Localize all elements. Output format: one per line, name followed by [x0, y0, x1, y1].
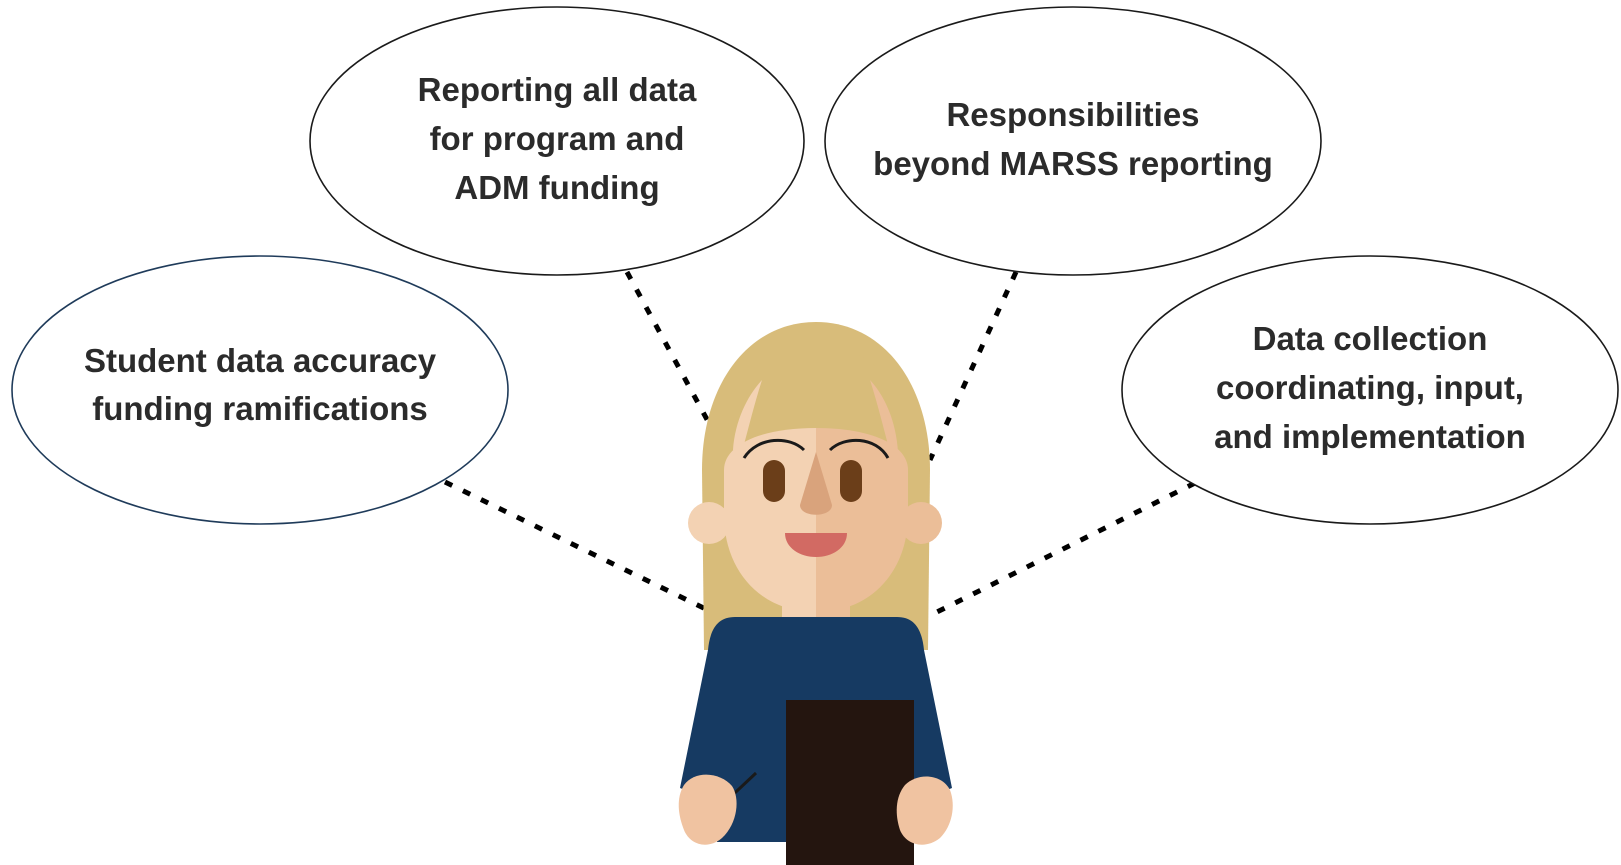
right-hand: [896, 776, 953, 845]
bubble-responsibilities-shape: [824, 6, 1322, 276]
right-eyebrow: [828, 438, 890, 459]
person-with-clipboard-icon: [678, 322, 953, 865]
connectors: [443, 270, 1197, 631]
bubble-accuracy: Student data accuracy funding ramificati…: [11, 255, 509, 525]
left-eyebrow: [742, 438, 806, 459]
bubble-collection-shape: [1121, 255, 1619, 525]
bubble-reporting-shape: [309, 6, 805, 276]
hair-strand-right: [870, 380, 898, 452]
bubble-responsibilities-line-2: beyond MARSS reporting: [873, 145, 1273, 182]
bubble-collection-line-1: Data collection: [1253, 320, 1488, 357]
bubble-responsibilities-line-1: Responsibilities: [946, 96, 1199, 133]
left-eye: [763, 460, 785, 502]
bubble-collection-line-2: coordinating, input,: [1216, 369, 1524, 406]
left-hand: [678, 774, 737, 845]
bubble-reporting-line-2: for program and: [430, 120, 685, 157]
face-left: [724, 428, 816, 612]
mouth: [785, 533, 847, 557]
face-right: [816, 428, 908, 612]
connector-responsibilities: [927, 270, 1019, 462]
right-eye: [840, 460, 862, 502]
bubble-collection: Data collection coordinating, input, and…: [1121, 255, 1619, 525]
bubble-reporting-line-3: ADM funding: [454, 169, 659, 206]
right-ear: [900, 502, 942, 544]
connector-collection: [903, 480, 1197, 631]
nose: [800, 452, 832, 515]
bubble-reporting: Reporting all data for program and ADM f…: [309, 6, 805, 276]
bubble-accuracy-line-2: funding ramifications: [92, 390, 428, 427]
bubble-accuracy-shape: [11, 255, 509, 525]
bubble-responsibilities: Responsibilities beyond MARSS reporting: [824, 6, 1322, 276]
hair-strand-left: [733, 380, 762, 452]
connector-accuracy: [443, 479, 724, 620]
bubble-collection-line-3: and implementation: [1214, 418, 1526, 455]
left-ear: [688, 502, 730, 544]
clipboard: [786, 700, 914, 865]
connector-reporting: [624, 270, 713, 427]
hair-bangs: [712, 345, 920, 465]
bubble-accuracy-line-1: Student data accuracy: [84, 342, 437, 379]
bubble-reporting-line-1: Reporting all data: [418, 71, 697, 108]
